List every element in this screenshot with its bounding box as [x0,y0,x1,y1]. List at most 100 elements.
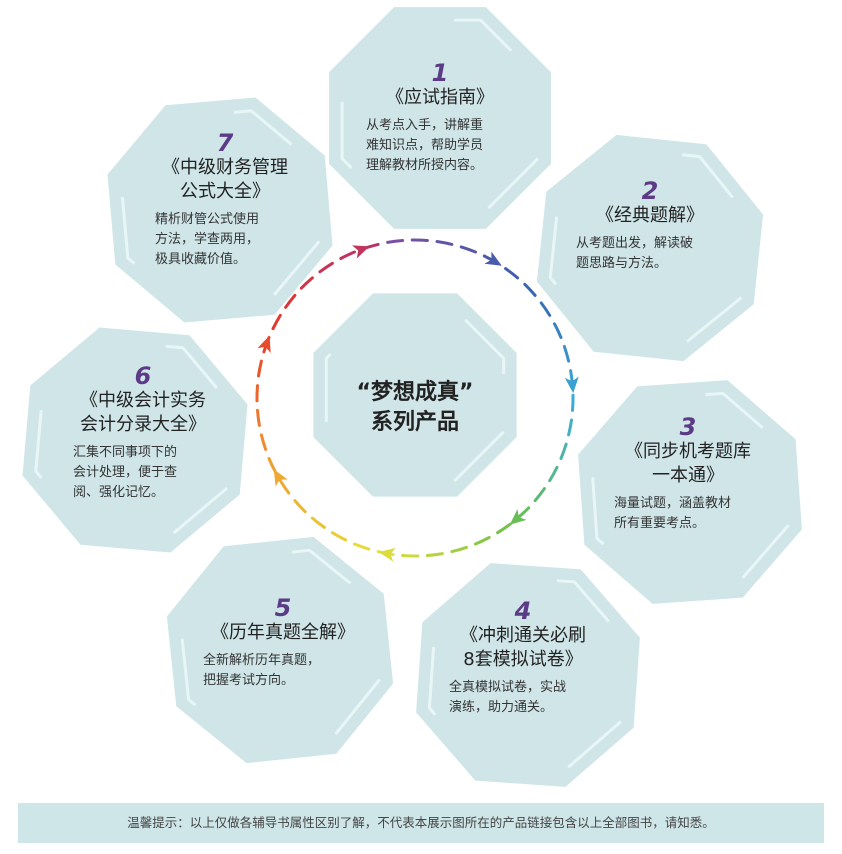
ring-dash [548,465,559,483]
ring-dash [559,442,568,460]
desc-line: 精析财管公式使用 [155,212,260,227]
node-number: 3 [679,413,697,441]
product-node-4: 4 《冲刺通关必刷 8套模拟试卷》 全真模拟试卷，实战 演练，助力通关。 [428,598,618,718]
node-description: 从考点入手，讲解重 难知识点，帮助学员 理解教材所授内容。 [366,116,514,176]
node-description: 全真模拟试卷，实战 演练，助力通关。 [449,678,597,718]
ring-dash [271,313,282,331]
node-description: 全新解析历年真题， 把握考试方向。 [203,651,363,691]
ring-dash [401,554,420,558]
ring-dash [539,301,552,317]
node-description: 从考题出发，解读破 题思路与方法。 [576,234,724,274]
ring-dash [410,238,429,242]
ring-dash [310,516,326,529]
ring-arrowhead-3 [509,509,527,525]
octagon-shape-7 [107,97,333,323]
node-description: 海量试题，涵盖教材 所有重要考点。 [614,494,762,534]
node-title: 《经典题解》 [596,205,704,226]
ring-dash [567,418,573,437]
product-node-3: 3 《同步机考题库 一本通》 海量试题，涵盖教材 所有重要考点。 [593,414,783,534]
node-description: 精析财管公式使用 方法，学查两用， 极具收藏价值。 [155,210,295,270]
octagon-shape-3 [578,380,802,604]
node-title: 《应试指南》 [386,87,494,108]
node-title: 《冲刺通关必刷 [460,625,586,646]
node-number: 2 [641,177,659,205]
ring-arrowhead-5 [273,469,288,487]
desc-line: 全新解析历年真题， [203,653,321,668]
product-node-7: 7 《中级财务管理 公式大全》 精析财管公式使用 方法，学查两用， 极具收藏价值… [130,130,320,270]
ring-dash [256,408,261,427]
desc-line: 理解教材所授内容。 [366,158,484,173]
ring-dash [533,487,546,503]
ring-dash [523,282,537,297]
desc-line: 题思路与方法。 [576,256,668,271]
product-series-diagram [22,7,802,787]
node-title-line2: 公式大全》 [180,181,270,202]
center-title-line2: 系列产品 [370,410,459,435]
node-title: 《中级财务管理 [162,157,288,178]
octagon-shape-5 [166,536,394,764]
desc-line: 把握考试方向。 [203,673,295,688]
node-number: 6 [134,362,152,390]
octagon-shape-4 [416,563,640,787]
ring-dash [257,359,263,378]
notice-bar: 温馨提示：以上仅做各辅导书属性区别了解，不代表本展示图所在的产品链接包含以上全部… [18,803,824,843]
product-node-5: 5 《历年真题全解》 全新解析历年真题， 把握考试方向。 [183,595,383,691]
octagon-highlight [324,304,506,486]
ring-dash [318,261,334,274]
desc-line: 海量试题，涵盖教材 [614,496,732,511]
desc-line: 从考题出发，解读破 [576,236,694,251]
desc-line: 极具收藏价值。 [155,252,247,267]
octagon-shape-6 [22,327,248,553]
desc-line: 从考点入手，讲解重 [366,118,484,133]
ring-dash [496,522,512,535]
ring-dash [299,276,314,290]
ring-dash [562,345,571,363]
desc-line: 会计处理，便于查 [73,465,178,480]
center-title-line1: “梦想成真” [356,380,474,405]
octagon-shape-2 [536,134,764,362]
ring-arrowhead-7 [352,245,370,259]
node-description: 汇集不同事项下的 会计处理，便于查 阅、强化记忆。 [73,443,213,503]
node-title-line2: 会计分录大全》 [80,414,206,435]
ring-dash [353,542,371,551]
ring-dash [425,552,444,557]
product-node-1: 1 《应试指南》 从考点入手，讲解重 难知识点，帮助学员 理解教材所授内容。 [345,60,535,176]
ring-dash [516,506,531,520]
ring-arrowhead-1 [484,251,502,266]
ring-dash [553,322,563,339]
ring-dash [504,267,520,280]
node-number: 5 [274,594,292,622]
ring-dash [459,245,477,254]
ring-dash [330,531,348,542]
ring-dash [474,536,491,546]
cycle-ring [255,238,579,562]
product-node-6: 6 《中级会计实务 会计分录大全》 汇集不同事项下的 会计处理，便于查 阅、强化… [48,363,238,503]
octagon-layer [22,7,802,787]
octagon-shape-1 [329,7,551,229]
ring-dash [255,384,259,403]
desc-line: 演练，助力通关。 [449,700,554,715]
node-title-line2: 一本通》 [652,465,724,486]
ring-dash [571,393,575,412]
ring-dash [386,239,405,244]
desc-line: 汇集不同事项下的 [73,445,178,460]
desc-line: 阅、强化记忆。 [73,485,165,500]
ring-dash [293,499,307,514]
node-number: 1 [431,59,449,87]
ring-arrowhead-4 [378,547,396,562]
node-title: 《中级会计实务 [80,390,206,411]
node-title-line2: 8套模拟试卷》 [463,649,583,670]
center-title: “梦想成真” 系列产品 [330,378,500,438]
ring-arrowhead-6 [257,335,271,353]
ring-arrowhead-2 [564,376,579,394]
center-octagon [313,293,517,497]
product-node-2: 2 《经典题解》 从考题出发，解读破 题思路与方法。 [555,178,745,274]
desc-line: 方法，学查两用， [155,232,260,247]
node-title: 《历年真题全解》 [211,622,355,643]
ring-dash [259,433,268,451]
node-number: 7 [216,129,234,157]
ring-dash [278,479,291,495]
ring-dash [435,240,454,246]
desc-line: 全真模拟试卷，实战 [449,680,567,695]
ring-dash [284,293,297,309]
